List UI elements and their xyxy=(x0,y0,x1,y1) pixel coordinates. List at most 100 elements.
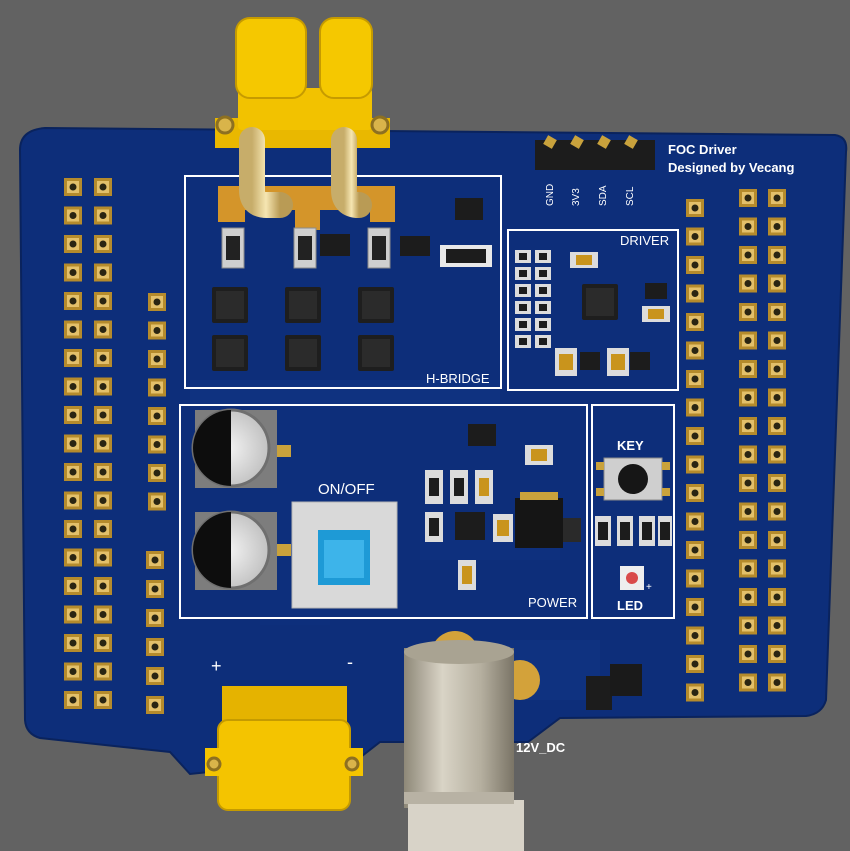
header-pin xyxy=(64,235,82,253)
header-pin xyxy=(739,502,757,521)
board-title-line1: FOC Driver xyxy=(668,142,737,157)
header-pin xyxy=(64,377,82,396)
header-pin xyxy=(94,491,112,510)
header-pin xyxy=(686,541,704,559)
passive-body xyxy=(519,287,527,294)
header-pin xyxy=(94,406,112,424)
header-pin xyxy=(686,626,704,645)
header-pin xyxy=(739,588,757,606)
header-pin xyxy=(768,445,786,464)
header-pin xyxy=(94,263,112,282)
header-pin xyxy=(64,206,82,225)
key-led-components xyxy=(595,457,672,590)
header-pin xyxy=(686,370,704,388)
i2c-pin-label-sda: SDA xyxy=(598,185,609,206)
led-label: LED xyxy=(617,598,643,613)
header-pin xyxy=(148,464,166,482)
header-pin xyxy=(768,673,786,692)
header-pin xyxy=(768,588,786,606)
xt-connector-bottom xyxy=(205,623,363,811)
header-pin xyxy=(148,407,166,425)
header-pin xyxy=(739,303,757,321)
header-pin xyxy=(686,341,704,360)
passive-body xyxy=(519,253,527,260)
header-pin xyxy=(739,246,757,264)
passive-body xyxy=(519,304,527,311)
header-pin xyxy=(768,217,786,236)
header-pin xyxy=(739,616,757,635)
passive-body xyxy=(519,270,527,277)
header-pin xyxy=(739,274,757,293)
switch-label: ON/OFF xyxy=(318,481,375,498)
passive-body xyxy=(539,304,547,311)
header-pin xyxy=(94,463,112,481)
small-regulator xyxy=(586,676,612,710)
header-pin xyxy=(94,548,112,567)
polarity-plus-label: + xyxy=(211,656,222,676)
header-pin xyxy=(739,360,757,378)
header-pin xyxy=(739,673,757,692)
header-pin xyxy=(739,645,757,663)
header-pin xyxy=(148,293,166,311)
header-pin xyxy=(686,484,704,502)
header-pin xyxy=(686,655,704,673)
header-pin xyxy=(64,434,82,453)
passive-body xyxy=(539,253,547,260)
power-section-outline xyxy=(179,404,588,619)
header-pin xyxy=(64,349,82,367)
header-pin xyxy=(64,320,82,339)
header-pin xyxy=(739,417,757,435)
header-pin xyxy=(768,502,786,521)
header-pin xyxy=(768,360,786,378)
header-pin xyxy=(739,474,757,492)
header-pin xyxy=(64,520,82,538)
header-pin xyxy=(146,580,164,598)
header-pin xyxy=(94,662,112,681)
header-pin xyxy=(94,235,112,253)
header-pin xyxy=(686,598,704,616)
header-pin xyxy=(768,559,786,578)
header-pin xyxy=(686,313,704,331)
header-pin xyxy=(768,531,786,549)
header-pin xyxy=(64,691,82,709)
header-pin xyxy=(64,463,82,481)
xt-connector-top xyxy=(215,17,390,218)
header-pin xyxy=(686,569,704,588)
header-pin xyxy=(94,320,112,339)
header-pin xyxy=(94,292,112,310)
header-pin xyxy=(739,331,757,350)
header-pin xyxy=(739,189,757,207)
header-pin xyxy=(686,227,704,246)
header-pin xyxy=(64,263,82,282)
passive-body xyxy=(539,270,547,277)
header-pin xyxy=(94,634,112,652)
dc-jack-label: 12V_DC xyxy=(516,740,566,755)
header-pin xyxy=(768,189,786,207)
led-plus-label: + xyxy=(646,582,652,593)
header-pin xyxy=(146,696,164,714)
header-pin xyxy=(148,435,166,454)
header-pin xyxy=(94,377,112,396)
header-pin xyxy=(768,417,786,435)
small-pad-array xyxy=(610,664,642,696)
header-pin xyxy=(146,667,164,685)
header-pin xyxy=(94,605,112,624)
header-pin xyxy=(768,246,786,264)
header-pin xyxy=(768,388,786,407)
header-pin xyxy=(768,274,786,293)
header-pin xyxy=(64,662,82,681)
header-pin xyxy=(94,577,112,595)
board-title-line2: Designed by Vecang xyxy=(668,160,794,175)
header-pin xyxy=(64,292,82,310)
header-pin xyxy=(64,406,82,424)
header-pin xyxy=(768,303,786,321)
i2c-header xyxy=(535,135,655,170)
header-pin xyxy=(64,605,82,624)
header-pin xyxy=(94,349,112,367)
passive-body xyxy=(539,321,547,328)
polarity-minus-label: - xyxy=(347,652,353,672)
header-pin xyxy=(686,427,704,445)
header-pin xyxy=(146,609,164,627)
header-pin xyxy=(94,206,112,225)
